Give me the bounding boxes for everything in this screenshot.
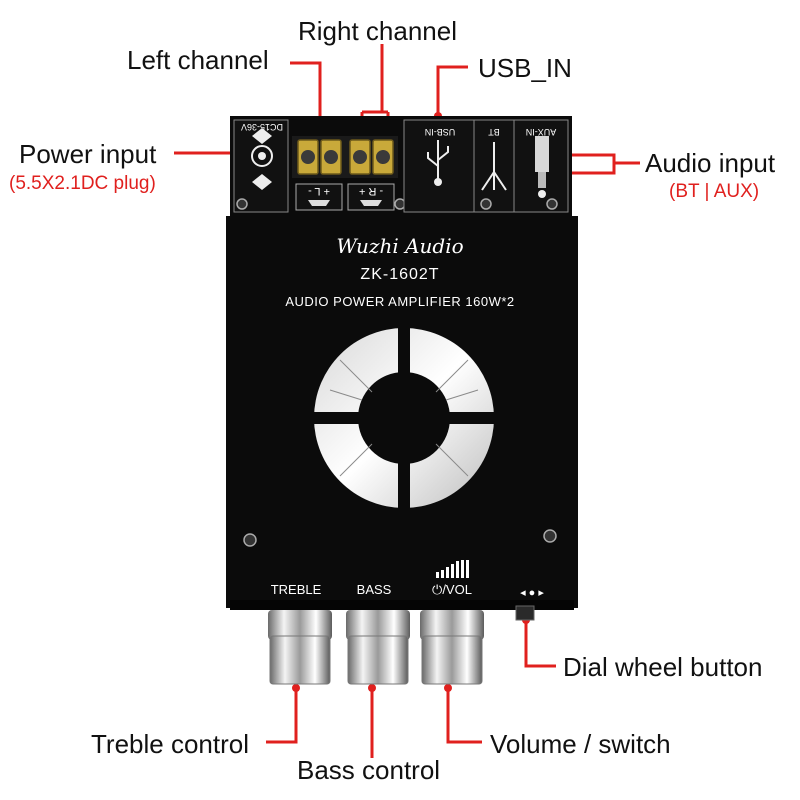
dc-label: DC15-36V bbox=[241, 122, 283, 132]
treble-leader bbox=[266, 688, 298, 744]
vol-knob-label: ⏻/VOL bbox=[432, 582, 472, 597]
aux-jack-icon bbox=[535, 136, 549, 198]
volume-knob bbox=[420, 610, 484, 685]
dial-wheel-leader bbox=[524, 620, 556, 668]
audio-input-label: Audio input bbox=[645, 148, 776, 178]
dial-wheel bbox=[515, 605, 535, 621]
power-input-label: Power input bbox=[19, 139, 157, 169]
left-speaker-label: + L - bbox=[308, 185, 330, 197]
bass-control-label: Bass control bbox=[297, 755, 441, 785]
usb-label: USB-IN bbox=[425, 127, 456, 137]
right-speaker-label: - R + bbox=[359, 185, 383, 197]
dial-arrows-label: ◂ ● ▸ bbox=[520, 587, 544, 599]
usb-in-leader bbox=[436, 65, 468, 116]
bass-knob-label: BASS bbox=[357, 582, 392, 597]
right-channel-label: Right channel bbox=[298, 16, 457, 46]
audio-input-leader bbox=[560, 153, 640, 165]
left-channel-leader bbox=[290, 61, 322, 120]
audio-input-sublabel: (BT | AUX) bbox=[669, 181, 760, 202]
left-channel-label: Left channel bbox=[127, 45, 269, 75]
power-input-sublabel: (5.5X2.1DC plug) bbox=[9, 173, 156, 194]
model-label: ZK-1602T bbox=[360, 266, 439, 283]
treble-knob-label: TREBLE bbox=[271, 582, 322, 597]
bt-label: BT bbox=[488, 127, 500, 137]
volume-leader bbox=[446, 688, 482, 744]
treble-control-label: Treble control bbox=[91, 729, 249, 759]
volume-bars-icon bbox=[436, 560, 469, 578]
volume-switch-label: Volume / switch bbox=[490, 729, 671, 759]
description-label: AUDIO POWER AMPLIFIER 160W*2 bbox=[285, 294, 514, 309]
speaker-terminals: + L - - R + bbox=[292, 136, 406, 211]
dc-power-connector: DC15-36V bbox=[233, 119, 289, 213]
bass-knob bbox=[346, 610, 410, 685]
usb-icon bbox=[427, 140, 449, 182]
dial-wheel-button-label: Dial wheel button bbox=[563, 652, 763, 682]
heatsink-fan bbox=[312, 326, 496, 510]
usb-in-label: USB_IN bbox=[478, 53, 572, 83]
input-connectors: USB-IN BT AUX-IN bbox=[403, 119, 569, 213]
bt-antenna-icon bbox=[481, 142, 507, 191]
brand-logo: Wuzhi Audio bbox=[336, 234, 463, 258]
treble-knob bbox=[268, 610, 332, 685]
aux-label: AUX-IN bbox=[526, 127, 557, 137]
